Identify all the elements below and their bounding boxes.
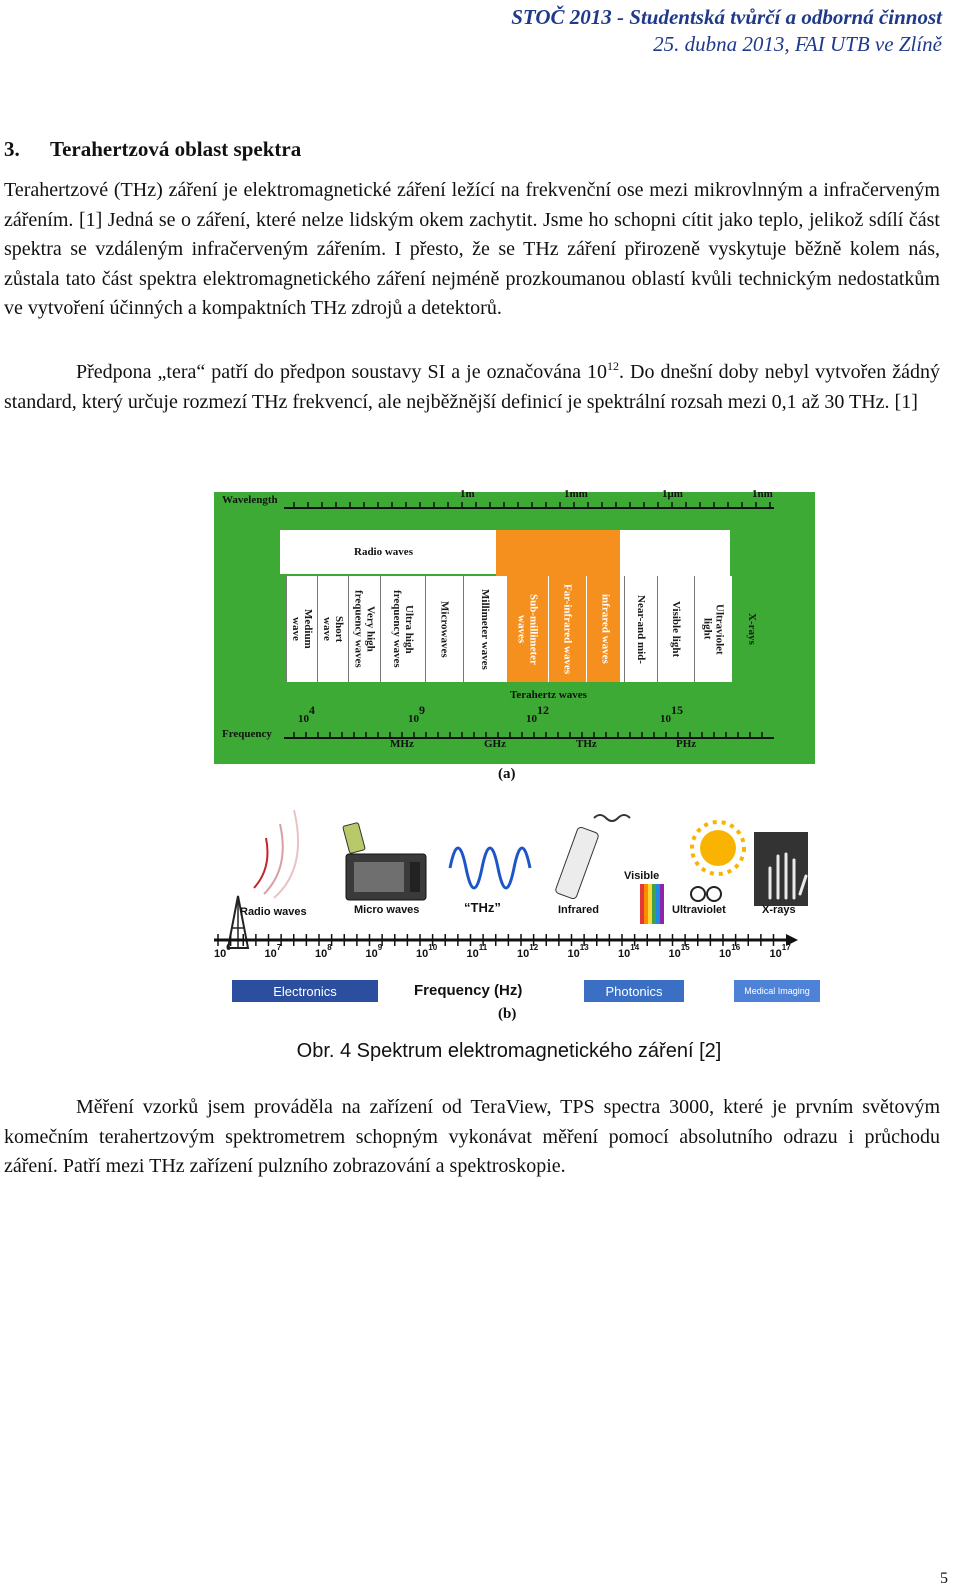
wavelength-label: Wavelength <box>222 494 278 506</box>
wavelength-tick-2: 1mm <box>564 488 588 500</box>
axis-tick-label: 1014 <box>618 943 640 961</box>
xrays-caption: X-rays <box>762 904 796 916</box>
section-title: Terahertzová oblast spektra <box>50 137 302 161</box>
band-label: Ultraviolet light <box>701 603 726 655</box>
band-column: Ultra high frequency waves <box>380 576 425 682</box>
micro-waves-caption: Micro waves <box>354 904 420 916</box>
band-label: Medium wave <box>290 609 314 649</box>
remote-control-icon <box>555 814 631 900</box>
visible-caption: Visible <box>624 870 660 882</box>
paragraph-3: Měření vzorků jsem prováděla na zařízení… <box>4 1096 940 1178</box>
band-column: Very high frequency waves <box>348 576 380 682</box>
figure-caption: Obr. 4 Spektrum elektromagnetického záře… <box>296 1040 722 1062</box>
axis-tick-label: 1012 <box>517 943 539 961</box>
band-label: Visible light <box>670 600 682 658</box>
terahertz-region <box>496 530 620 682</box>
freq-10-12: 1012 <box>526 703 549 725</box>
terahertz-waves-label: Terahertz waves <box>510 689 587 701</box>
band-column: Microwaves <box>425 576 463 682</box>
page-number: 5 <box>940 1570 948 1587</box>
axis-tick-label: 1017 <box>769 943 791 961</box>
band-column: X-rays <box>732 576 772 682</box>
figure-a-spectrum: Wavelength 1m 1mm 1μm 1nm Radio waves Me… <box>214 488 815 764</box>
electronics-band: Electronics <box>232 980 378 1002</box>
header-line-1: STOČ 2013 - Studentská tvůrčí a odborná … <box>511 5 942 29</box>
exponent-12: 12 <box>607 359 619 373</box>
axis-tick-label: 1016 <box>719 943 741 961</box>
axis-tick-label: 108 <box>315 943 332 961</box>
radio-tower-icon <box>226 809 300 949</box>
wavelength-tick-3: 1μm <box>662 488 683 500</box>
microwave-oven-icon <box>342 822 427 901</box>
band-column: Short wave <box>317 576 348 682</box>
figure-b-graphics <box>214 809 808 949</box>
band-label: Near-and mid- <box>635 594 647 664</box>
freq-10-15: 1015 <box>660 703 683 725</box>
frequency-axis-b-ticks <box>217 934 775 946</box>
visible-spectrum-icon <box>640 884 664 924</box>
band-column: Millimeter waves <box>463 576 506 682</box>
section-heading: 3. Terahertzová oblast spektra <box>4 137 301 162</box>
wavelength-tick-4: 1nm <box>752 488 773 500</box>
wavelength-tick-1: 1m <box>460 488 475 500</box>
band-column: Sub-millimeter waves <box>506 576 548 682</box>
band-label: Far-infrared waves <box>561 583 574 675</box>
wavelength-axis-ticks <box>293 502 771 508</box>
figure-b-caption: (b) <box>498 1006 517 1022</box>
freq-10-4: 104 <box>298 703 315 725</box>
band-column: Near-and mid- <box>624 576 657 682</box>
axis-tick-label: 106 <box>214 943 231 961</box>
unit-thz: THz <box>576 738 597 750</box>
axis-tick-label: 1013 <box>567 943 589 961</box>
photonics-band: Photonics <box>584 980 684 1002</box>
band-column: Ultraviolet light <box>694 576 732 682</box>
band-column: infrared waves <box>586 576 624 682</box>
band-label: Ultra high frequency waves <box>391 590 415 668</box>
frequency-axis-ticks <box>293 732 763 738</box>
band-label: X-rays <box>746 613 758 645</box>
band-column: Far-infrared waves <box>548 576 586 682</box>
axis-tick-label: 1010 <box>416 943 438 961</box>
ultraviolet-caption: Ultraviolet <box>672 904 726 916</box>
sun-icon <box>690 820 746 902</box>
radio-waves-caption: Radio waves <box>240 906 307 918</box>
band-label: Very high frequency waves <box>352 590 377 668</box>
band-label: infrared waves <box>599 594 612 664</box>
band-label: Microwaves <box>438 600 451 658</box>
band-label: Short wave <box>321 615 345 643</box>
running-header: STOČ 2013 - Studentská tvůrčí a odborná … <box>511 4 942 58</box>
figure-a-caption: (a) <box>498 766 516 782</box>
header-line-2: 25. dubna 2013, FAI UTB ve Zlíně <box>653 32 942 56</box>
axis-tick-label: 1015 <box>668 943 690 961</box>
section-number: 3. <box>4 137 20 161</box>
paragraph-2-after: . Do dnešní doby nebyl vytvořen žádný st… <box>4 361 940 413</box>
frequency-label: Frequency <box>222 728 272 740</box>
xray-hand-icon <box>754 832 808 906</box>
medical-imaging-band: Medical Imaging <box>734 980 820 1002</box>
band-column: Medium wave <box>286 576 317 682</box>
freq-10-9: 109 <box>408 703 425 725</box>
thz-caption: “THz” <box>464 900 501 915</box>
band-label: Millimeter waves <box>479 588 491 670</box>
axis-tick-label: 1011 <box>466 943 488 961</box>
infrared-caption: Infrared <box>558 904 599 916</box>
frequency-hz-label: Frequency (Hz) <box>414 982 523 999</box>
band-column: Visible light <box>657 576 694 682</box>
paragraph-1: Terahertzové (THz) záření je elektromagn… <box>4 179 940 320</box>
unit-mhz: MHz <box>390 738 414 750</box>
axis-arrow-icon <box>786 934 798 946</box>
thz-wave-icon <box>448 846 532 890</box>
unit-phz: PHz <box>676 738 697 750</box>
paragraph-2-before: Předpona „tera“ patří do předpon soustav… <box>76 361 607 383</box>
radio-waves-label: Radio waves <box>354 546 413 558</box>
radio-waves-block <box>280 530 496 574</box>
unit-ghz: GHz <box>484 738 506 750</box>
axis-tick-label: 109 <box>365 943 383 961</box>
band-label: Sub-millimeter waves <box>515 593 540 665</box>
axis-tick-label: 107 <box>264 943 282 961</box>
figure-b-sources: Radio waves Micro waves “THz” Infrared V… <box>214 798 820 1028</box>
paragraph-2: Předpona „tera“ patří do předpon soustav… <box>4 358 940 417</box>
